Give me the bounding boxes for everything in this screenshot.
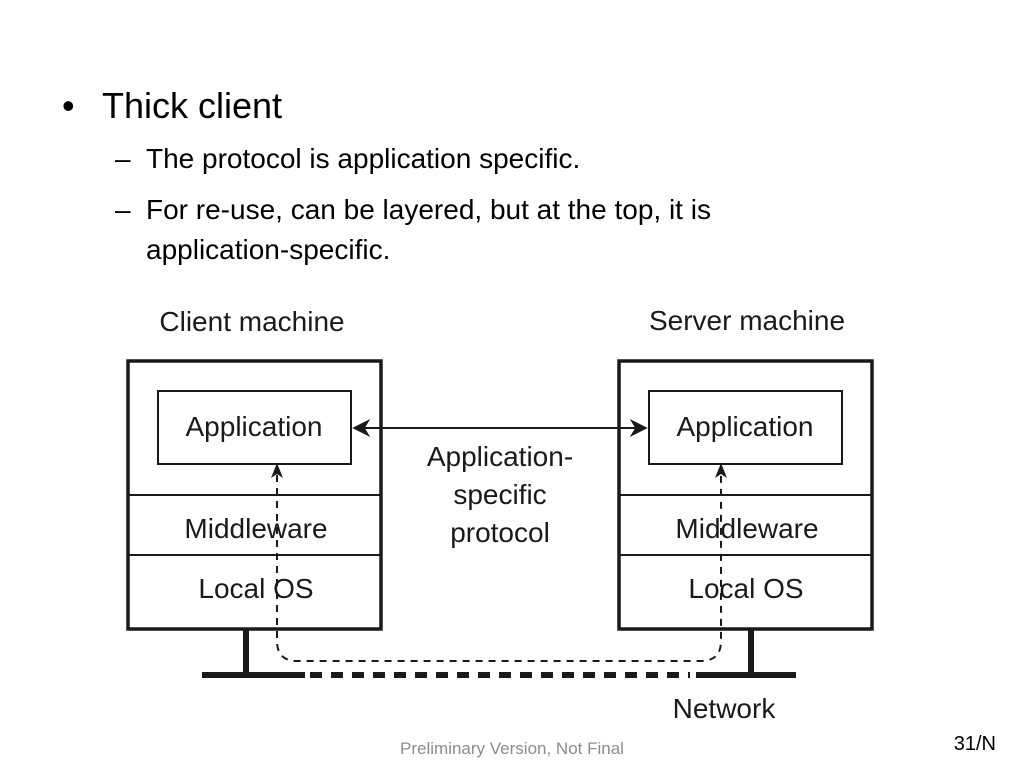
- sub-bullet-marker: –: [115, 194, 131, 225]
- client-up-arrowhead: [271, 463, 283, 478]
- server-up-arrowhead: [715, 463, 727, 478]
- page-number: 31/N: [953, 733, 996, 755]
- network-label: Network: [673, 693, 777, 724]
- server-application-box: [648, 390, 843, 465]
- message-path-dashed: [276, 475, 722, 662]
- server-middleware-label: Middleware: [675, 513, 818, 544]
- client-machine-title: Client machine: [159, 306, 344, 337]
- bullet-marker: •: [62, 85, 75, 126]
- sub-bullet-marker: –: [115, 143, 131, 174]
- server-local-os-label: Local OS: [688, 573, 803, 604]
- sub-bullet-protocol: –The protocol is application specific.: [115, 139, 580, 179]
- bullet-text: Thick client: [102, 85, 283, 126]
- client-local-os-label: Local OS: [198, 573, 313, 604]
- server-application-label: Application: [677, 411, 814, 442]
- protocol-label-line-1: Application-: [427, 441, 573, 472]
- bullet-thick-client: • Thick client: [62, 84, 282, 128]
- protocol-label-line-2: specific: [453, 479, 546, 510]
- client-middleware-label: Middleware: [184, 513, 327, 544]
- sub-bullet-text-line-1: For re-use, can be layered, but at the t…: [146, 194, 711, 225]
- server-machine-title: Server machine: [649, 305, 845, 336]
- footer-note: Preliminary Version, Not Final: [400, 739, 624, 758]
- sub-bullet-text: The protocol is application specific.: [146, 143, 581, 174]
- client-application-box: [157, 390, 352, 465]
- client-application-label: Application: [186, 411, 323, 442]
- sub-bullet-text-line-2: application-specific.: [146, 234, 391, 265]
- protocol-label-line-3: protocol: [450, 517, 550, 548]
- sub-bullet-reuse: –For re-use, can be layered, but at the …: [115, 190, 711, 270]
